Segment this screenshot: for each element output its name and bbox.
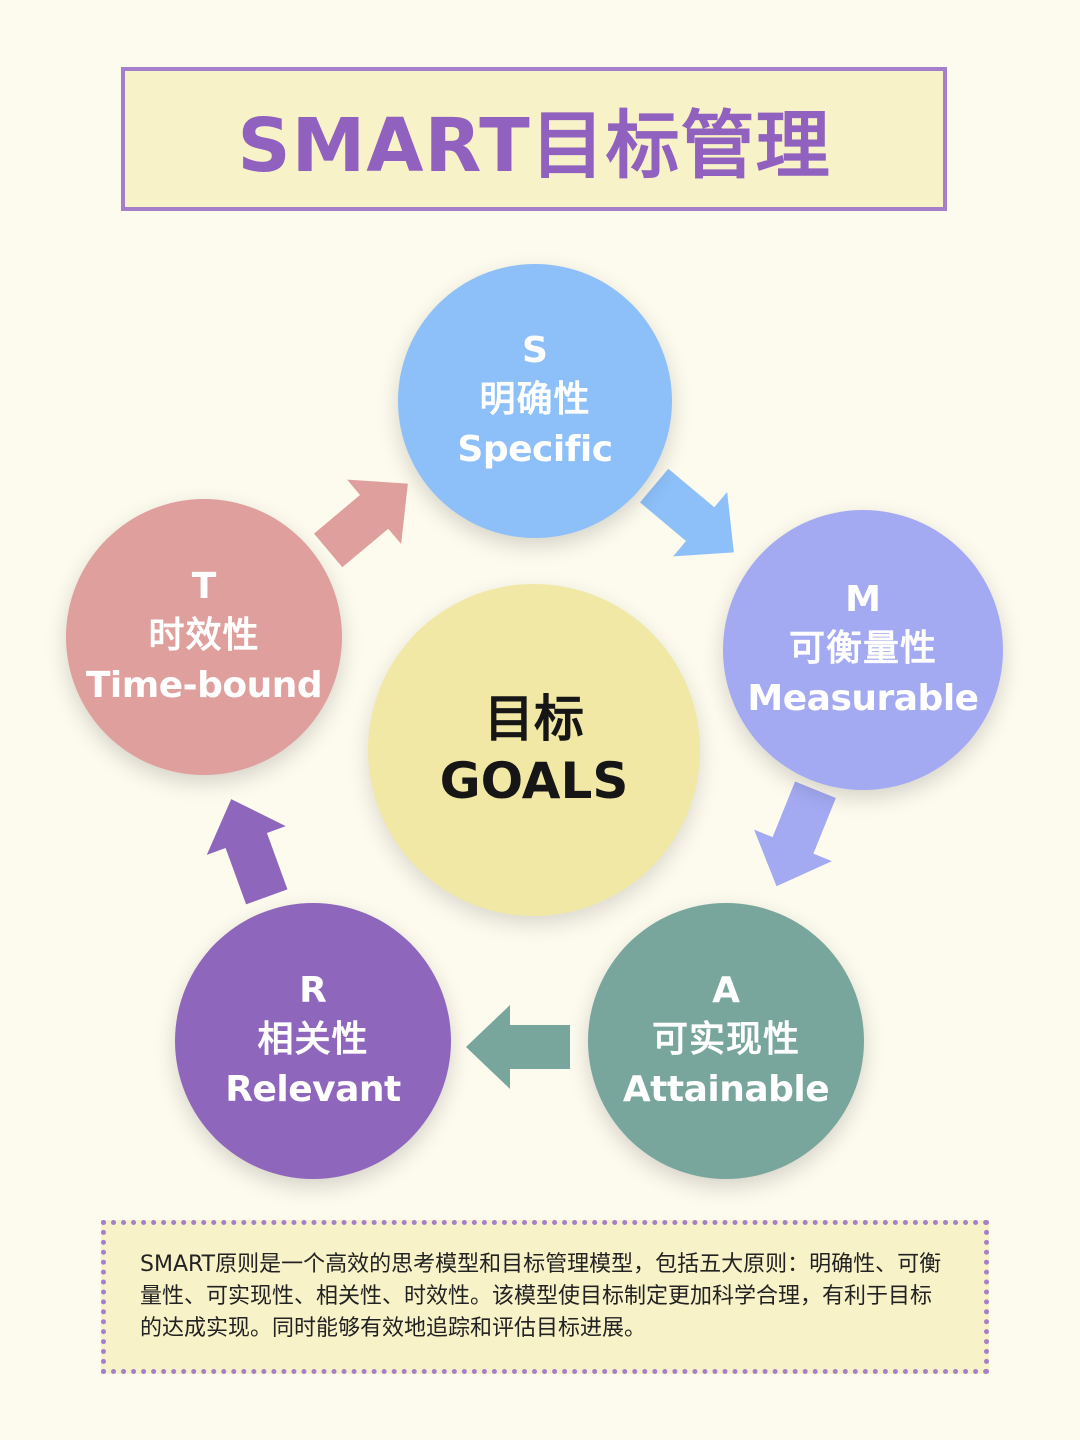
node-r-cn: 相关性 bbox=[257, 1019, 369, 1060]
node-a-attainable: A 可实现性 Attainable bbox=[588, 903, 864, 1179]
node-a-en: Attainable bbox=[622, 1069, 830, 1110]
node-t-cn: 时效性 bbox=[148, 615, 260, 656]
description-panel: SMART原则是一个高效的思考模型和目标管理模型，包括五大原则：明确性、可衡量性… bbox=[101, 1220, 989, 1374]
node-s-en: Specific bbox=[457, 429, 613, 470]
node-r-relevant: R 相关性 Relevant bbox=[175, 903, 451, 1179]
node-m-measurable: M 可衡量性 Measurable bbox=[723, 510, 1003, 790]
node-t-en: Time-bound bbox=[85, 665, 323, 706]
node-t-letter: T bbox=[191, 566, 217, 607]
node-m-cn: 可衡量性 bbox=[788, 628, 937, 669]
node-s-specific: S 明确性 Specific bbox=[398, 264, 672, 538]
node-t-time-bound: T 时效性 Time-bound bbox=[66, 499, 342, 775]
node-m-letter: M bbox=[845, 579, 881, 620]
arrow-r-to-t bbox=[206, 799, 288, 905]
title-banner: SMART目标管理 bbox=[121, 67, 947, 211]
node-r-en: Relevant bbox=[225, 1069, 401, 1110]
node-r-letter: R bbox=[299, 970, 327, 1011]
node-a-letter: A bbox=[712, 970, 740, 1011]
page-title: SMART目标管理 bbox=[237, 102, 831, 189]
node-s-cn: 明确性 bbox=[479, 379, 591, 420]
node-s-letter: S bbox=[522, 330, 548, 371]
arrow-s-to-m bbox=[640, 468, 734, 557]
node-a-cn: 可实现性 bbox=[651, 1019, 800, 1060]
center-goals: 目标 GOALS bbox=[368, 584, 700, 916]
arrow-t-to-s bbox=[314, 479, 408, 568]
arrow-a-to-r bbox=[466, 1005, 570, 1089]
description-text: SMART原则是一个高效的思考模型和目标管理模型，包括五大原则：明确性、可衡量性… bbox=[140, 1252, 942, 1341]
center-goals-cn: 目标 bbox=[484, 690, 584, 748]
node-m-en: Measurable bbox=[747, 678, 979, 719]
center-goals-en: GOALS bbox=[439, 752, 629, 810]
arrow-m-to-a bbox=[754, 781, 836, 887]
